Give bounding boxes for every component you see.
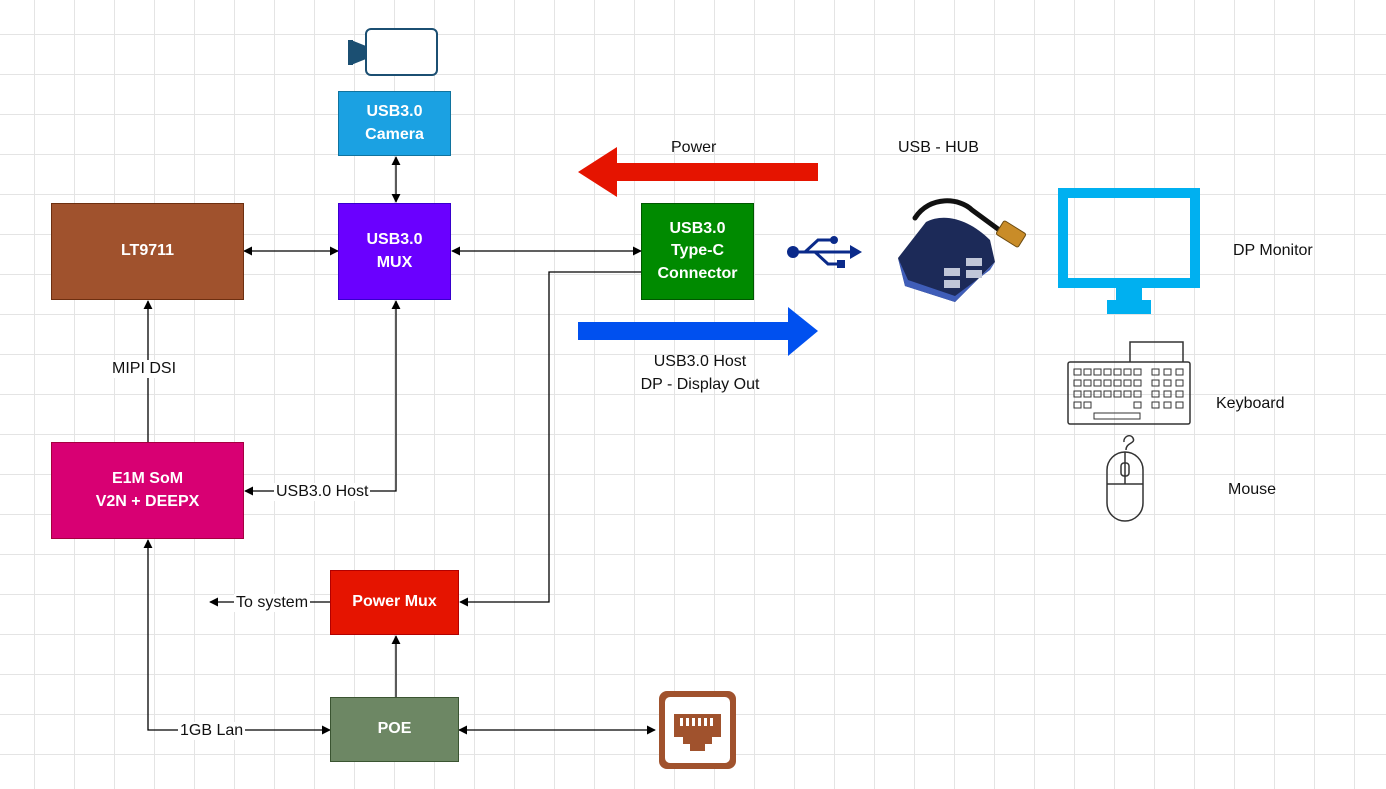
poe-block: POE bbox=[330, 697, 459, 762]
block-text-line: LT9711 bbox=[120, 242, 175, 260]
keyboard-key bbox=[1175, 368, 1184, 376]
keyboard-key bbox=[1113, 368, 1122, 376]
mipi-dsi-label: MIPI DSI bbox=[110, 360, 179, 378]
connector-typec-powermux bbox=[459, 271, 641, 607]
keyboard-key bbox=[1083, 379, 1092, 387]
power-mux-block: Power Mux bbox=[330, 570, 459, 635]
keyboard-key bbox=[1175, 379, 1184, 387]
keyboard-key bbox=[1093, 379, 1102, 387]
keyboard-key bbox=[1123, 368, 1132, 376]
block-text-line: USB3.0 bbox=[669, 219, 726, 237]
keyboard-key bbox=[1163, 401, 1172, 409]
keyboard-key bbox=[1163, 390, 1172, 398]
keyboard-key bbox=[1151, 368, 1160, 376]
keyboard-key bbox=[1133, 368, 1142, 376]
keyboard-key bbox=[1083, 390, 1092, 398]
keyboard-key bbox=[1163, 368, 1172, 376]
dp-monitor-label: DP Monitor bbox=[1233, 242, 1313, 259]
block-text-line: Connector bbox=[657, 264, 738, 282]
usb-hub-label: USB - HUB bbox=[898, 139, 979, 156]
usb-hub-icon bbox=[898, 198, 1027, 302]
keyboard-key bbox=[1113, 379, 1122, 387]
block-text-line: Type-C bbox=[670, 242, 725, 260]
block-text-line: USB3.0 bbox=[366, 103, 423, 121]
keyboard-key bbox=[1151, 390, 1160, 398]
connector-mux-som bbox=[244, 300, 401, 496]
block-text-line: Camera bbox=[365, 125, 424, 143]
lt9711-block: LT9711 bbox=[51, 203, 244, 300]
gb-lan-label: 1GB Lan bbox=[178, 722, 246, 740]
keyboard-key bbox=[1083, 368, 1092, 376]
keyboard-key bbox=[1093, 368, 1102, 376]
keyboard-key bbox=[1163, 379, 1172, 387]
keyboard-key bbox=[1133, 401, 1142, 409]
keyboard-key bbox=[1103, 368, 1112, 376]
data-arrow bbox=[578, 307, 818, 356]
keyboard-key bbox=[1093, 390, 1102, 398]
keyboard-key bbox=[1073, 401, 1082, 409]
block-text-line: POE bbox=[377, 720, 412, 738]
connector-poe-som bbox=[143, 539, 331, 735]
dp-display-out-label: DP - Display Out bbox=[640, 376, 760, 394]
video-camera-icon bbox=[348, 28, 438, 76]
keyboard-icon bbox=[1067, 341, 1191, 425]
keyboard-key bbox=[1151, 379, 1160, 387]
usb-host-right-label: USB3.0 Host bbox=[653, 353, 747, 370]
keyboard-key bbox=[1133, 390, 1142, 398]
mouse-label: Mouse bbox=[1228, 481, 1277, 498]
block-text-line: E1M SoM bbox=[111, 470, 184, 488]
keyboard-key bbox=[1175, 390, 1184, 398]
keyboard-key bbox=[1083, 401, 1092, 409]
keyboard-key bbox=[1103, 390, 1112, 398]
block-text-line: MUX bbox=[376, 253, 413, 271]
power-arrow bbox=[578, 147, 818, 197]
block-text-line: Power Mux bbox=[352, 593, 437, 611]
keyboard-key bbox=[1073, 379, 1082, 387]
keyboard-spacebar bbox=[1093, 412, 1141, 420]
keyboard-key bbox=[1123, 390, 1132, 398]
usb-host-dp-label: USB3.0 Host DP - Display Out bbox=[620, 350, 780, 396]
keyboard-key bbox=[1073, 390, 1082, 398]
usb-host-left-label: USB3.0 Host bbox=[274, 483, 371, 501]
keyboard-label: Keyboard bbox=[1216, 395, 1285, 412]
power-label: Power bbox=[671, 139, 717, 156]
usb-symbol-icon bbox=[787, 236, 862, 268]
monitor-icon bbox=[1058, 188, 1200, 314]
som-block: E1M SoM V2N + DEEPX bbox=[51, 442, 244, 539]
keyboard-key bbox=[1133, 379, 1142, 387]
keyboard-key bbox=[1103, 379, 1112, 387]
keyboard-key bbox=[1113, 390, 1122, 398]
keyboard-key bbox=[1123, 379, 1132, 387]
keyboard-key bbox=[1175, 401, 1184, 409]
keyboard-key bbox=[1151, 401, 1160, 409]
mouse-icon bbox=[1106, 435, 1144, 522]
ethernet-port-icon bbox=[659, 691, 736, 769]
keyboard-key bbox=[1073, 368, 1082, 376]
block-text-line: V2N + DEEPX bbox=[95, 492, 200, 510]
to-system-label: To system bbox=[234, 594, 311, 612]
block-text-line: USB3.0 bbox=[366, 231, 423, 249]
